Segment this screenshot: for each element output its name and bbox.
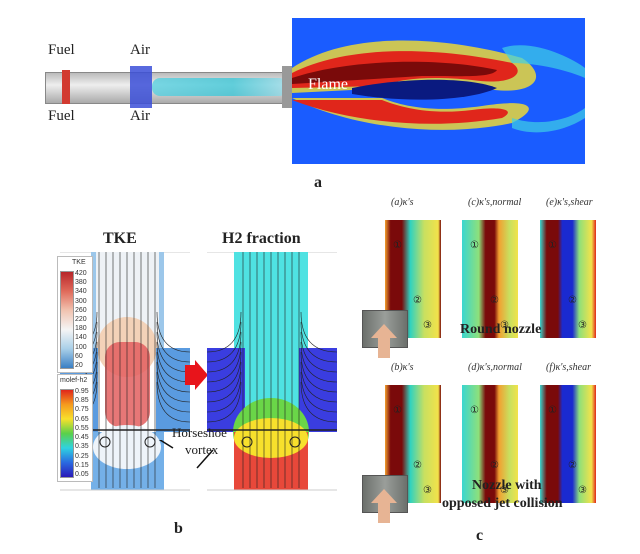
vortex-label: vortex (185, 442, 219, 457)
region-marker: ① (470, 405, 479, 416)
panel-letter-a: a (314, 174, 322, 191)
legend-tick: 0.25 (75, 452, 89, 460)
kappa-contour-plot (540, 220, 596, 338)
legend-tick: 180 (75, 325, 87, 333)
subplot-title: (f)κ's,shear (546, 362, 591, 373)
h2-colorbar (60, 389, 74, 478)
legend-title: molef-h2 (60, 377, 88, 384)
subplot-title: (e)κ's,shear (546, 197, 593, 208)
legend-tick: 0.05 (75, 471, 89, 478)
legend-tick: 140 (75, 334, 87, 342)
flow-arrow-stem (378, 503, 390, 523)
fuel-injector (62, 70, 70, 104)
opposed-label-line2: opposed jet collision (442, 496, 563, 511)
fuel-label-top: Fuel (48, 42, 75, 58)
transition-arrow (185, 365, 195, 385)
region-marker: ② (413, 295, 422, 306)
kappa-contour-plot (540, 385, 596, 503)
kappa-contour-plot (462, 385, 518, 503)
region-marker: ① (393, 405, 402, 416)
flow-arrow-icon (371, 489, 397, 503)
region-marker: ② (490, 460, 499, 471)
tke-title: TKE (103, 230, 137, 247)
region-marker: ③ (500, 320, 509, 331)
h2-fraction-title: H2 fraction (222, 230, 301, 247)
legend-tick: 0.75 (75, 406, 89, 414)
legend-tick: 300 (75, 297, 87, 305)
legend-tick: 260 (75, 306, 87, 314)
region-marker: ③ (578, 320, 587, 331)
subplot-title: (a)κ's (391, 197, 414, 208)
horseshoe-label: Horseshoe (172, 425, 227, 440)
region-marker: ③ (500, 485, 509, 496)
legend-tick: 60 (75, 352, 83, 360)
flame-contour (292, 18, 585, 164)
region-marker: ③ (423, 485, 432, 496)
region-marker: ③ (423, 320, 432, 331)
kappa-contour-plot (462, 220, 518, 338)
legend-tick: 380 (75, 279, 87, 287)
panel-letter-b: b (174, 520, 183, 537)
legend-tick: 220 (75, 316, 87, 323)
region-marker: ② (568, 460, 577, 471)
legend-tick: 420 (75, 270, 87, 277)
legend-title: TKE (72, 259, 86, 266)
subplot-title: (b)κ's (391, 362, 414, 373)
region-marker: ① (548, 240, 557, 251)
tke-contour-plot (60, 252, 190, 491)
flame-label: Flame (308, 76, 348, 93)
legend-tick: 0.55 (75, 424, 89, 432)
region-marker: ② (413, 460, 422, 471)
legend-tick: 0.95 (75, 388, 89, 395)
region-marker: ① (548, 405, 557, 416)
region-marker: ② (490, 295, 499, 306)
legend-tick: 0.65 (75, 415, 89, 423)
legend-tick: 100 (75, 343, 87, 351)
legend-tick: 0.15 (75, 461, 89, 469)
legend-tick: 0.45 (75, 434, 89, 442)
tke-colorbar (60, 271, 74, 369)
flow-arrow-stem (378, 338, 390, 358)
region-marker: ① (470, 240, 479, 251)
region-marker: ③ (578, 485, 587, 496)
legend-tick: 0.35 (75, 443, 89, 451)
h2-fraction-contour-plot (207, 252, 337, 491)
panel-letter-c: c (476, 527, 484, 544)
air-label-top: Air (130, 42, 150, 58)
round-nozzle-label: Round nozzle (460, 322, 542, 337)
opposed-label-line1: Nozzle with (472, 478, 542, 493)
fuel-label-bottom: Fuel (48, 108, 75, 124)
subplot-title: (c)κ's,normal (468, 197, 522, 208)
legend-tick: 0.85 (75, 397, 89, 405)
air-label-bottom: Air (130, 108, 150, 124)
air-inlet (130, 66, 152, 108)
flow-arrow-icon (371, 324, 397, 338)
subplot-title: (d)κ's,normal (468, 362, 522, 373)
region-marker: ① (393, 240, 402, 251)
region-marker: ② (568, 295, 577, 306)
legend-tick: 20 (75, 362, 83, 369)
vortex-pointer-arrows (158, 440, 214, 469)
legend-tick: 340 (75, 288, 87, 296)
transition-arrow-head (195, 360, 208, 390)
mixing-jet (152, 78, 287, 96)
